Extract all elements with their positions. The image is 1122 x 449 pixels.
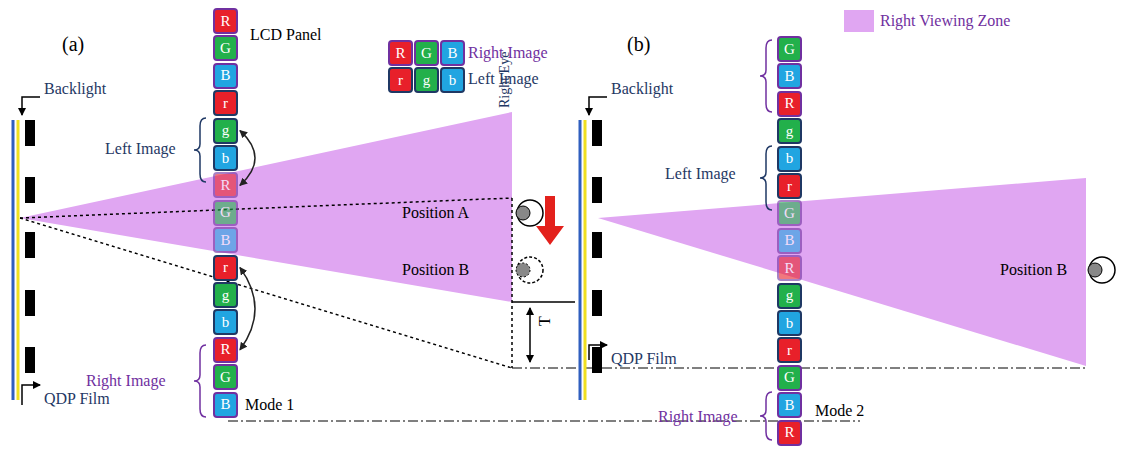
pixel-cell: r bbox=[213, 255, 238, 281]
pixel-cell: G bbox=[414, 40, 439, 66]
pixel-letter: r bbox=[223, 260, 228, 275]
figure-label: Position B bbox=[1000, 261, 1067, 279]
pixel-letter: R bbox=[784, 96, 794, 111]
pixel-cell: b bbox=[777, 310, 802, 336]
legend-swatch bbox=[844, 10, 874, 32]
pixel-cell: g bbox=[777, 118, 802, 144]
figure-label: QDP Film bbox=[611, 350, 677, 368]
pixel-cell: G bbox=[213, 35, 238, 61]
pixel-letter: R bbox=[220, 14, 230, 29]
pixel-cell: G bbox=[213, 200, 238, 226]
pixel-letter: B bbox=[784, 69, 794, 84]
pixel-cell: r bbox=[777, 173, 802, 199]
pixel-cell: B bbox=[777, 228, 802, 254]
pixel-letter: G bbox=[784, 370, 795, 385]
pixel-letter: r bbox=[787, 343, 792, 358]
pixel-letter: B bbox=[220, 233, 230, 248]
pixel-letter: B bbox=[220, 397, 230, 412]
pixel-cell: R bbox=[213, 8, 238, 34]
pixel-cell: B bbox=[213, 63, 238, 89]
pixel-letter: G bbox=[220, 41, 231, 56]
pixel-letter: r bbox=[223, 96, 228, 111]
figure-label: Right Image bbox=[86, 372, 166, 390]
swap-arrow bbox=[240, 131, 255, 186]
pixel-letter: g bbox=[222, 288, 230, 303]
pixel-cell: b bbox=[213, 145, 238, 171]
figure-label: (b) bbox=[627, 33, 650, 55]
pixel-letter: G bbox=[784, 206, 795, 221]
pixel-letter: r bbox=[398, 73, 403, 88]
pixel-letter: B bbox=[784, 398, 794, 413]
pixel-letter: R bbox=[784, 261, 794, 276]
legend-text: Right Image bbox=[468, 44, 548, 62]
pixel-letter: B bbox=[447, 46, 457, 61]
pixel-cell: b bbox=[440, 67, 465, 93]
pixel-cell: g bbox=[777, 283, 802, 309]
pixel-letter: R bbox=[220, 342, 230, 357]
pixel-letter: b bbox=[786, 316, 794, 331]
figure-label: T bbox=[536, 316, 554, 326]
pixel-cell: G bbox=[213, 364, 238, 390]
legend-text: Left Image bbox=[468, 70, 539, 88]
pixel-cell: G bbox=[777, 36, 802, 62]
legend-text: Right Viewing Zone bbox=[880, 12, 1010, 30]
pixel-letter: b bbox=[449, 73, 457, 88]
pixel-cell: B bbox=[213, 227, 238, 253]
figure-label: QDP Film bbox=[44, 390, 110, 408]
pixel-letter: R bbox=[220, 178, 230, 193]
pixel-cell: g bbox=[213, 282, 238, 308]
pixel-cell: r bbox=[777, 337, 802, 363]
pixel-cell: b bbox=[213, 309, 238, 335]
pixel-cell: B bbox=[777, 63, 802, 89]
pixel-letter: g bbox=[423, 73, 431, 88]
pixel-cell: B bbox=[777, 392, 802, 418]
figure-label: Right Image bbox=[658, 408, 738, 426]
pixel-letter: g bbox=[786, 124, 794, 139]
pixel-cell: G bbox=[777, 200, 802, 226]
figure-label: (a) bbox=[62, 33, 84, 55]
swap-arrow bbox=[240, 268, 255, 350]
pixel-cell: g bbox=[414, 67, 439, 93]
pixel-cell: r bbox=[388, 67, 413, 93]
pixel-letter: B bbox=[220, 68, 230, 83]
pixel-letter: b bbox=[222, 151, 230, 166]
pixel-cell: B bbox=[213, 392, 238, 418]
pixel-letter: G bbox=[220, 205, 231, 220]
pixel-cell: R bbox=[777, 91, 802, 117]
pixel-letter: r bbox=[787, 179, 792, 194]
pixel-cell: R bbox=[213, 172, 238, 198]
pixel-cell: R bbox=[777, 255, 802, 281]
pixel-cell: r bbox=[213, 90, 238, 116]
figure-label: Left Image bbox=[665, 165, 736, 183]
pixel-letter: R bbox=[395, 46, 405, 61]
pixel-letter: G bbox=[421, 46, 432, 61]
pixel-letter: g bbox=[222, 123, 230, 138]
figure-label: Mode 2 bbox=[815, 402, 864, 420]
pixel-letter: B bbox=[784, 233, 794, 248]
figure-label: Backlight bbox=[44, 80, 106, 98]
pixel-cell: R bbox=[388, 40, 413, 66]
pixel-cell: R bbox=[213, 337, 238, 363]
pixel-cell: g bbox=[213, 118, 238, 144]
figure-label: Position B bbox=[402, 261, 469, 279]
pixel-letter: R bbox=[784, 425, 794, 440]
pixel-cell: B bbox=[440, 40, 465, 66]
figure-label: Backlight bbox=[611, 80, 673, 98]
pixel-letter: G bbox=[220, 370, 231, 385]
pixel-cell: b bbox=[777, 146, 802, 172]
figure-label: Position A bbox=[402, 204, 469, 222]
pixel-letter: b bbox=[786, 151, 794, 166]
pixel-letter: G bbox=[784, 42, 795, 57]
figure-label: Mode 1 bbox=[245, 396, 294, 414]
figure-label: LCD Panel bbox=[250, 26, 322, 44]
pixel-letter: b bbox=[222, 315, 230, 330]
pixel-cell: G bbox=[777, 365, 802, 391]
pixel-letter: g bbox=[786, 288, 794, 303]
pixel-cell: R bbox=[777, 420, 802, 446]
figure-label: Left Image bbox=[105, 140, 176, 158]
